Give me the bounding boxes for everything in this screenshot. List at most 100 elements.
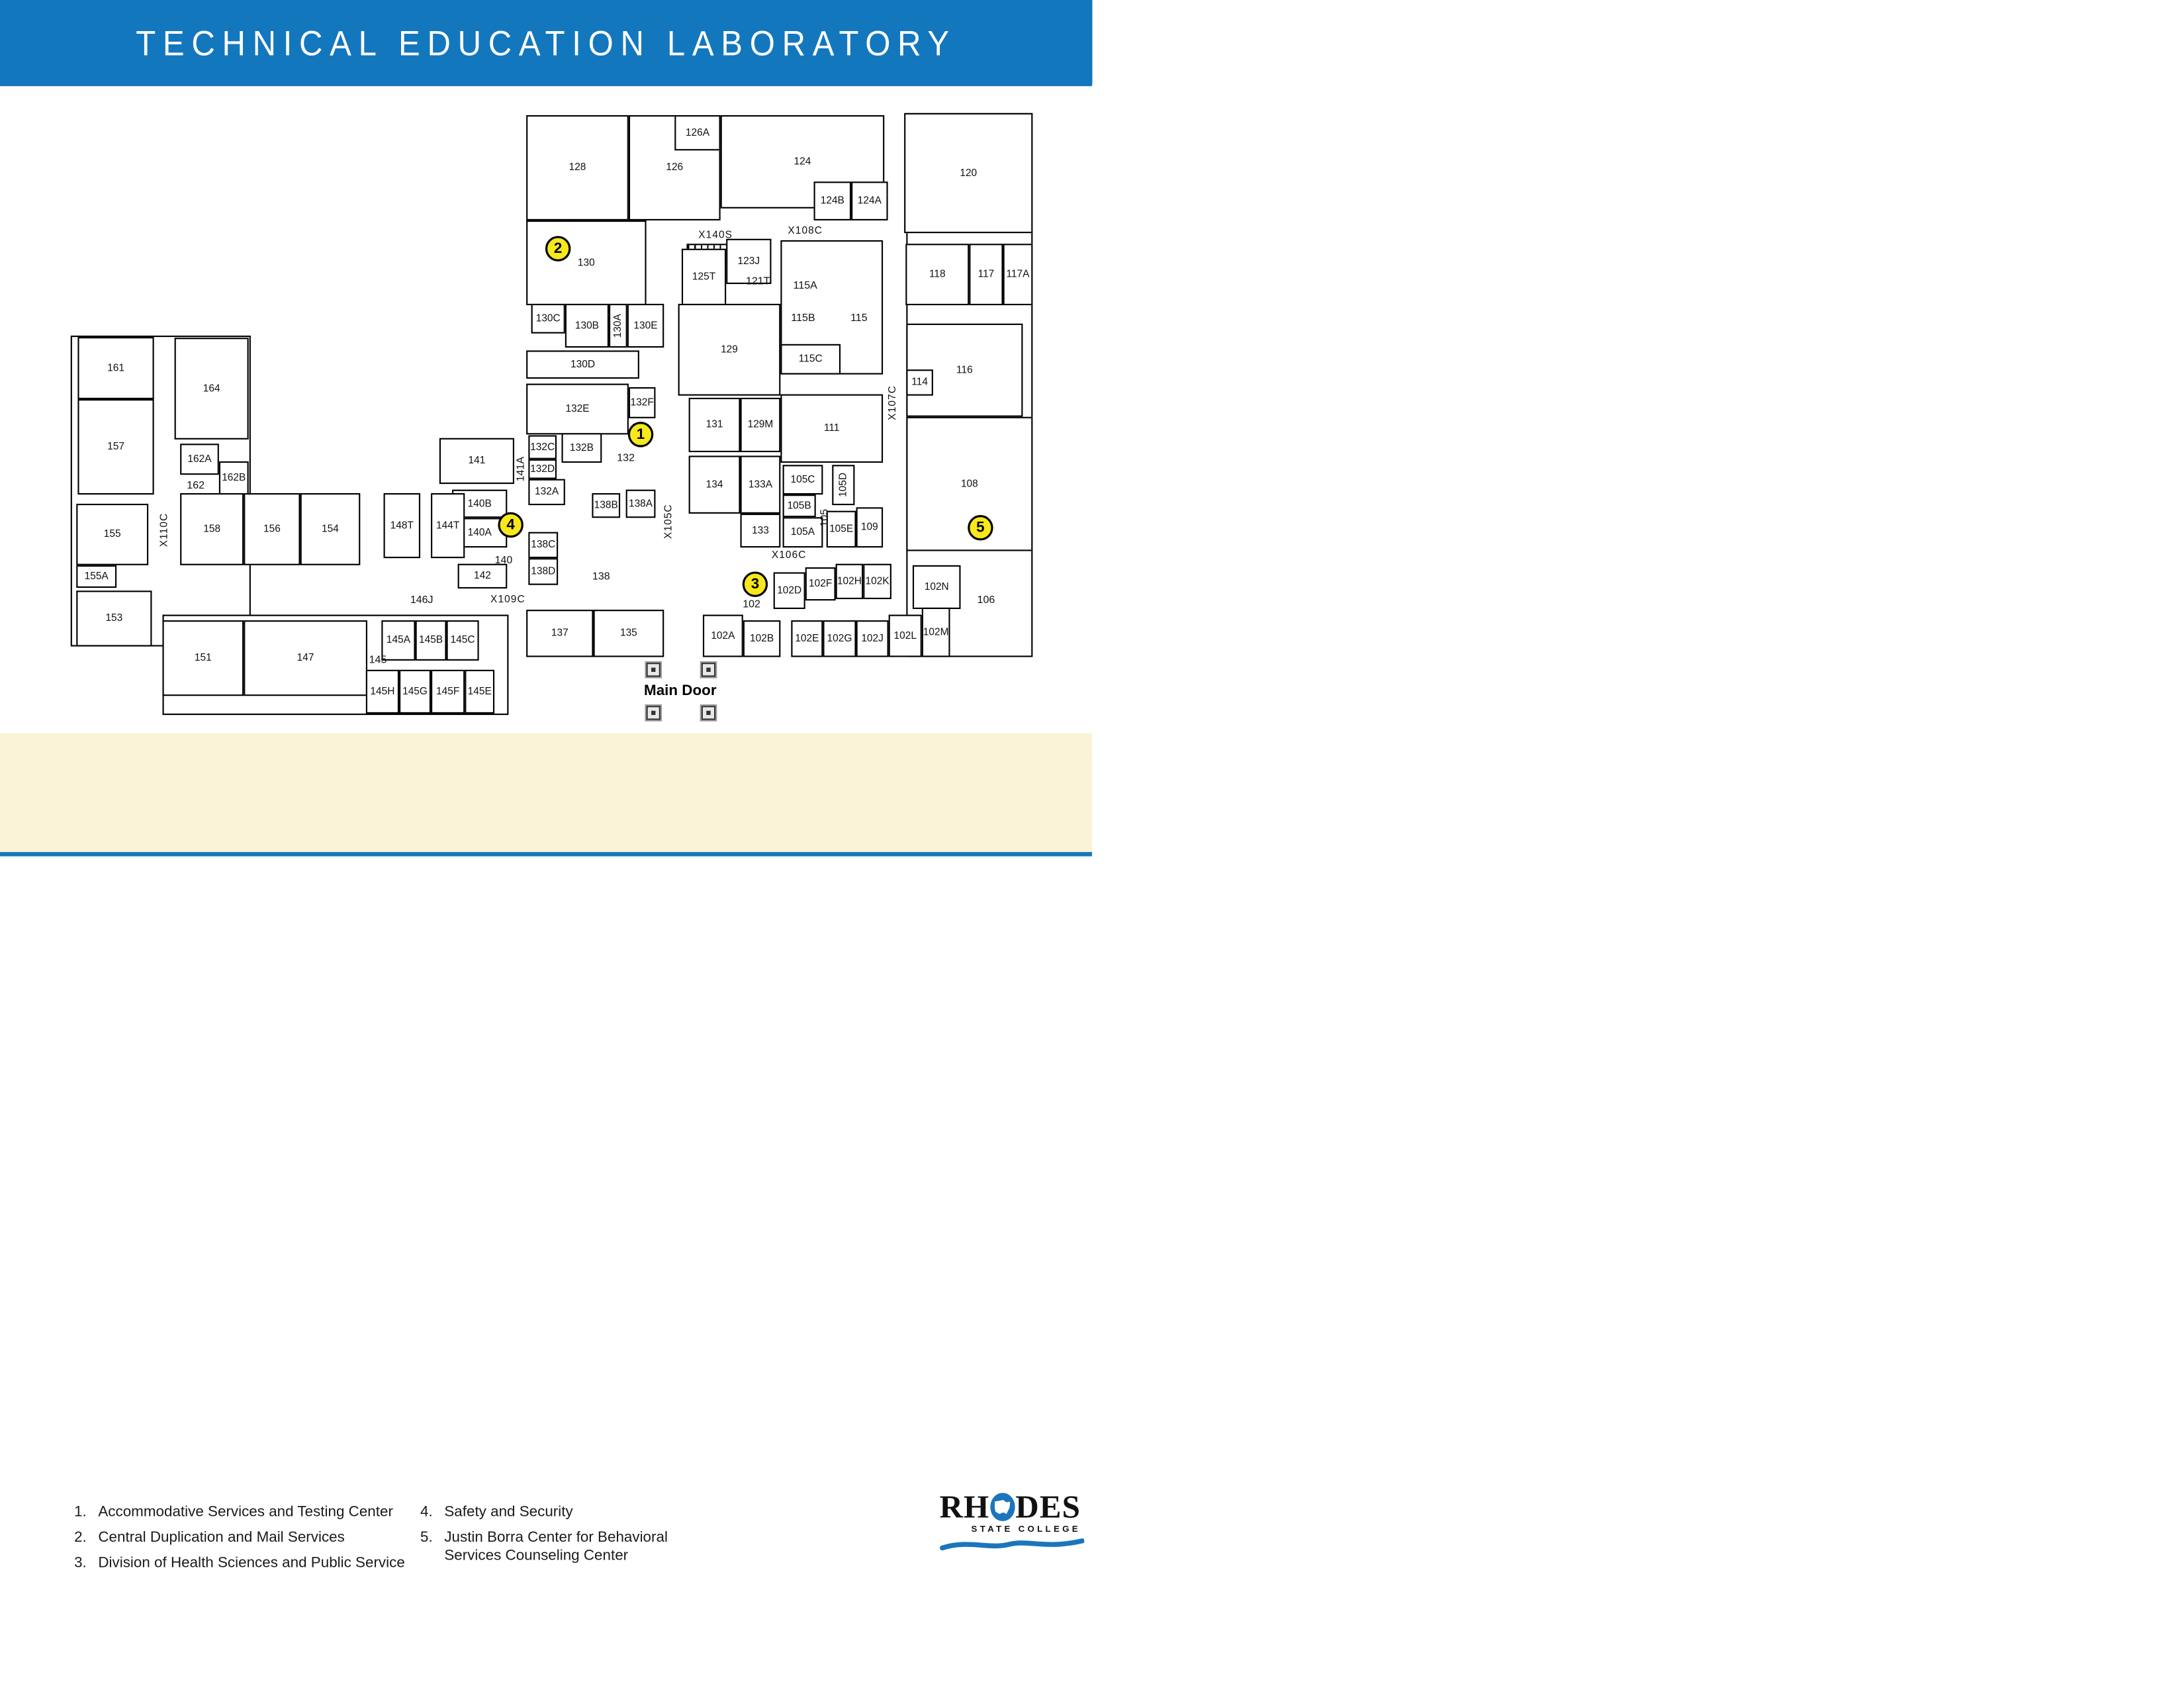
- room-label-140B: 140B: [467, 498, 492, 510]
- room-162A: 162A: [180, 444, 219, 475]
- legend-marker-2: 2: [545, 236, 571, 261]
- corridor-label-X109C: X109C: [490, 594, 525, 606]
- room-120: 120: [904, 113, 1033, 234]
- room-label-132A: 132A: [535, 486, 559, 498]
- room-label-130A: 130A: [612, 313, 624, 338]
- room-label-124A: 124A: [857, 195, 882, 207]
- room-label-105D: 105D: [837, 473, 849, 498]
- corridor-label-X110C: X110C: [158, 512, 170, 547]
- room-129M: 129M: [740, 397, 781, 453]
- room-105E: 105E: [826, 510, 856, 548]
- room-158: 158: [180, 492, 244, 565]
- room-117A: 117A: [1003, 244, 1033, 306]
- corridor-label-X108C: X108C: [788, 225, 823, 237]
- main-door-pillar-icon: [646, 706, 660, 720]
- room-105C: 105C: [782, 465, 823, 495]
- room-145E: 145E: [465, 669, 495, 714]
- room-label-133: 133: [752, 524, 769, 536]
- ohio-shape-icon: [995, 1499, 1011, 1515]
- room-134: 134: [688, 455, 741, 514]
- room-label-105B: 105B: [787, 500, 811, 512]
- room-125T: 125T: [681, 248, 727, 306]
- main-door-pillar-icon: [646, 663, 660, 677]
- room-148T: 148T: [383, 492, 421, 559]
- room-label-120: 120: [960, 167, 978, 179]
- room-132A: 132A: [528, 479, 565, 506]
- legend-item-text: Safety and Security: [444, 1503, 573, 1520]
- room-label-162: 162: [187, 479, 205, 492]
- room-label-126: 126: [666, 162, 684, 173]
- room-label-131: 131: [705, 419, 723, 431]
- room-label-105: 105: [818, 508, 831, 527]
- room-126A: 126A: [674, 115, 721, 151]
- room-102G: 102G: [823, 620, 856, 657]
- room-label-117A: 117A: [1006, 268, 1030, 280]
- room-label-132D: 132D: [530, 463, 555, 475]
- room-label-164: 164: [203, 383, 220, 395]
- room-102N: 102N: [912, 565, 961, 610]
- room-133: 133: [740, 513, 781, 548]
- room-label-141A: 141A: [514, 456, 527, 482]
- room-label-102J: 102J: [861, 633, 884, 645]
- room-138B: 138B: [592, 492, 621, 518]
- room-137: 137: [526, 610, 594, 657]
- room-label-132: 132: [617, 451, 635, 464]
- room-label-138C: 138C: [531, 539, 556, 551]
- room-label-138B: 138B: [594, 499, 618, 511]
- room-label-162A: 162A: [187, 453, 212, 465]
- room-label-145A: 145A: [386, 634, 411, 646]
- room-label-114: 114: [911, 377, 928, 389]
- page-title: TECHNICAL EDUCATION LABORATORY: [136, 23, 956, 64]
- room-label-123J: 123J: [737, 256, 760, 267]
- main-door-pillar-icon: [701, 663, 716, 677]
- room-130B: 130B: [565, 303, 610, 348]
- room-115C: 115C: [780, 344, 841, 375]
- legend-item-4: 4. Safety and Security: [420, 1503, 724, 1521]
- room-label-140: 140: [494, 554, 513, 567]
- room-162B: 162B: [218, 461, 249, 495]
- swoosh-icon: [940, 1538, 1085, 1551]
- room-128: 128: [526, 115, 629, 220]
- room-102J: 102J: [856, 620, 889, 657]
- room-129: 129: [678, 303, 781, 396]
- legend-item-number: 3.: [74, 1554, 87, 1571]
- room-label-109: 109: [860, 521, 878, 534]
- room-124B: 124B: [813, 181, 852, 220]
- room-135: 135: [593, 610, 664, 657]
- room-label-102E: 102E: [795, 633, 819, 645]
- legend-marker-3: 3: [742, 571, 768, 597]
- room-109: 109: [856, 507, 884, 548]
- room-132C: 132C: [528, 435, 557, 459]
- room-145G: 145G: [399, 669, 432, 714]
- main-door-pillar-icon: [701, 706, 716, 720]
- room-145H: 145H: [365, 669, 400, 714]
- room-138A: 138A: [625, 489, 656, 518]
- room-102E: 102E: [791, 620, 823, 657]
- room-label-130: 130: [577, 257, 595, 269]
- room-153: 153: [76, 590, 152, 647]
- room-label-116: 116: [956, 364, 973, 376]
- room-label-135: 135: [619, 628, 637, 639]
- room-label-117: 117: [978, 268, 995, 280]
- room-131: 131: [688, 397, 741, 453]
- room-label-145E: 145E: [467, 686, 492, 698]
- legend-item-number: 2.: [74, 1528, 87, 1546]
- legend-item-text: Central Duplication and Mail Services: [98, 1528, 345, 1546]
- room-124A: 124A: [851, 181, 888, 220]
- legend-item-number: 4.: [420, 1503, 433, 1520]
- ohio-circle-icon: [990, 1493, 1015, 1521]
- room-154: 154: [300, 492, 361, 565]
- room-102K: 102K: [863, 563, 891, 600]
- legend-marker-5: 5: [968, 515, 993, 541]
- room-label-147: 147: [296, 652, 314, 664]
- room-label-142: 142: [474, 570, 491, 582]
- room-114: 114: [906, 369, 933, 396]
- room-label-162B: 162B: [222, 472, 246, 484]
- room-105D: 105D: [832, 465, 855, 506]
- room-161: 161: [77, 337, 154, 400]
- legend-item-text: Accommodative Services and Testing Cente…: [98, 1503, 393, 1520]
- room-label-102D: 102D: [777, 585, 802, 596]
- room-label-145G: 145G: [402, 686, 428, 698]
- room-label-105C: 105C: [790, 473, 815, 485]
- legend-item-text: Division of Health Sciences and Public S…: [98, 1554, 405, 1571]
